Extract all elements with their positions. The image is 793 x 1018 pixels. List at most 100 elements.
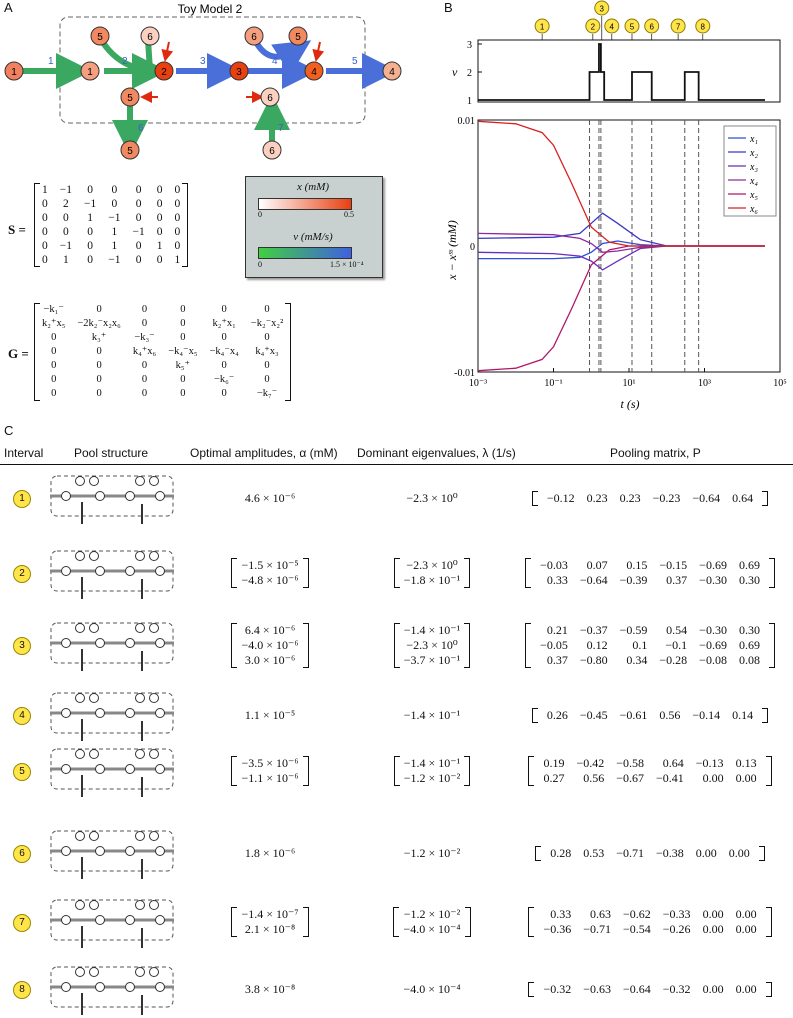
interval-marker xyxy=(624,18,640,34)
alpha-cell: 1.1 × 10⁻⁵ xyxy=(190,708,350,723)
s-matrix-entry: 0 xyxy=(156,254,163,266)
s-matrix-name: S = xyxy=(8,222,26,237)
s-matrix-entry: 0 xyxy=(135,212,142,224)
pooling-entry: −0.59 xyxy=(619,622,648,637)
nu-tick-label: 1 xyxy=(467,96,472,107)
g-matrix-entry: 0 xyxy=(264,304,270,315)
lambda-cell: −1.4 × 10⁻¹ xyxy=(352,708,512,723)
interval-badge: 1 xyxy=(13,490,31,508)
y-tick-label: 0.01 xyxy=(458,116,476,127)
col-interval: Interval xyxy=(4,446,44,460)
s-matrix-entry: 0 xyxy=(42,226,48,238)
pooling-entry: 0.27 xyxy=(543,771,565,785)
vector-entry: −1.2 × 10⁻² xyxy=(403,907,461,921)
s-matrix-entry: 1 xyxy=(156,240,163,252)
interval-marker-label: 8 xyxy=(701,23,706,32)
interval-marker-label: 7 xyxy=(676,23,681,32)
g-matrix-entry: 0 xyxy=(141,318,148,329)
s-matrix-entry: 1 xyxy=(174,254,181,266)
interval-marker xyxy=(534,18,550,34)
nu-axis-label: ν xyxy=(452,65,458,79)
col-pool: Pool structure xyxy=(74,446,149,460)
flux-label: 7 xyxy=(278,123,284,134)
s-matrix-entry: 0 xyxy=(156,226,163,238)
pool-structure-diagram xyxy=(50,550,174,599)
lambda-cell: −1.2 × 10⁻² xyxy=(352,846,512,861)
pool-structure-diagram xyxy=(50,692,174,741)
pooling-entry: 0.23 xyxy=(619,490,641,505)
lambda-cell: −1.2 × 10⁻²−4.0 × 10⁻⁴ xyxy=(352,907,512,937)
pooling-entry: 0.30 xyxy=(738,622,760,637)
nu-axes xyxy=(477,39,781,103)
node: 5 xyxy=(127,93,133,104)
s-matrix-entry: 0 xyxy=(87,240,93,252)
g-matrix-entry: 0 xyxy=(180,318,186,329)
pooling-entry: −0.23 xyxy=(652,490,681,505)
s-matrix-entry: 0 xyxy=(135,184,142,196)
g-matrix-entry: 0 xyxy=(141,304,148,315)
g-matrix-entry: −k₂⁻x₂² xyxy=(250,318,284,329)
v-colorbar xyxy=(258,247,352,259)
g-matrix-entry: −k₃⁻ xyxy=(134,332,155,343)
g-matrix-entry: 0 xyxy=(51,332,57,343)
pooling-entry: 0.00 xyxy=(735,907,757,921)
g-matrix-entry: 0 xyxy=(96,360,102,371)
pooling-entry: −0.64 xyxy=(623,981,651,996)
pooling-entry: 0.64 xyxy=(662,756,684,770)
pooling-entry: 0.13 xyxy=(735,756,757,770)
pooling-entry: 0.07 xyxy=(586,558,608,572)
pooling-entry: −0.15 xyxy=(659,558,688,572)
g-matrix-entry: k₄⁺x₃ xyxy=(255,346,279,357)
pooling-entry: −0.45 xyxy=(579,707,608,722)
g-matrix-name: G = xyxy=(8,346,29,361)
x-axis-label: t (s) xyxy=(621,397,640,411)
legend-entry: x₄ xyxy=(749,176,758,187)
s-matrix-entry: 2 xyxy=(63,198,69,210)
s-matrix-entry: 0 xyxy=(174,226,181,238)
s-matrix-entry: 0 xyxy=(111,198,118,210)
interval-badge: 6 xyxy=(13,845,31,863)
s-matrix-entry: 0 xyxy=(87,184,93,196)
x-colorbar-label: x (mM) xyxy=(296,181,330,193)
node: 6 xyxy=(269,146,275,157)
pooling-entry: 0.12 xyxy=(586,637,608,652)
pooling-entry: 0.26 xyxy=(546,707,568,722)
legend-entry: x₂ xyxy=(749,148,758,159)
interval-marker-label: 2 xyxy=(591,23,596,32)
vector-entry: −2.3 × 10⁰ xyxy=(406,490,458,505)
s-matrix-entry: 0 xyxy=(42,212,48,224)
g-matrix-entry: 0 xyxy=(51,346,57,357)
v-colorbar-label: v (mM/s) xyxy=(293,231,333,243)
node: 5 xyxy=(295,32,301,43)
s-matrix-entry: −1 xyxy=(59,240,72,252)
flux-label: 1 xyxy=(48,56,54,67)
s-matrix-entry: 0 xyxy=(87,226,93,238)
pooling-entry: 0.00 xyxy=(702,981,724,996)
s-matrix-entry: 0 xyxy=(174,212,181,224)
g-matrix-entry: −k₁⁻ xyxy=(43,304,64,315)
s-matrix-entry: 0 xyxy=(156,198,163,210)
pooling-entry: −0.69 xyxy=(699,637,727,652)
nu-tick-label: 3 xyxy=(467,40,472,51)
g-matrix-entry: 0 xyxy=(264,360,270,371)
pooling-entry: −0.32 xyxy=(662,981,691,996)
s-matrix-entry: 0 xyxy=(174,184,181,196)
pooling-entry: −0.71 xyxy=(583,922,611,936)
vector-entry: −1.2 × 10⁻² xyxy=(403,845,461,860)
interval-marker-label: 4 xyxy=(610,23,615,32)
interval-marker-label: 5 xyxy=(630,23,635,32)
g-matrix-entry: 0 xyxy=(51,388,57,399)
pooling-entry: 0.00 xyxy=(702,771,724,785)
pooling-entry: 0.64 xyxy=(732,490,754,505)
node: 1 xyxy=(87,67,93,78)
red-arrow xyxy=(161,41,174,62)
pooling-entry: −0.67 xyxy=(616,771,644,785)
pooling-entry: −0.64 xyxy=(579,573,608,587)
s-matrix-entry: 0 xyxy=(87,254,93,266)
pooling-entry: −0.28 xyxy=(659,652,688,667)
